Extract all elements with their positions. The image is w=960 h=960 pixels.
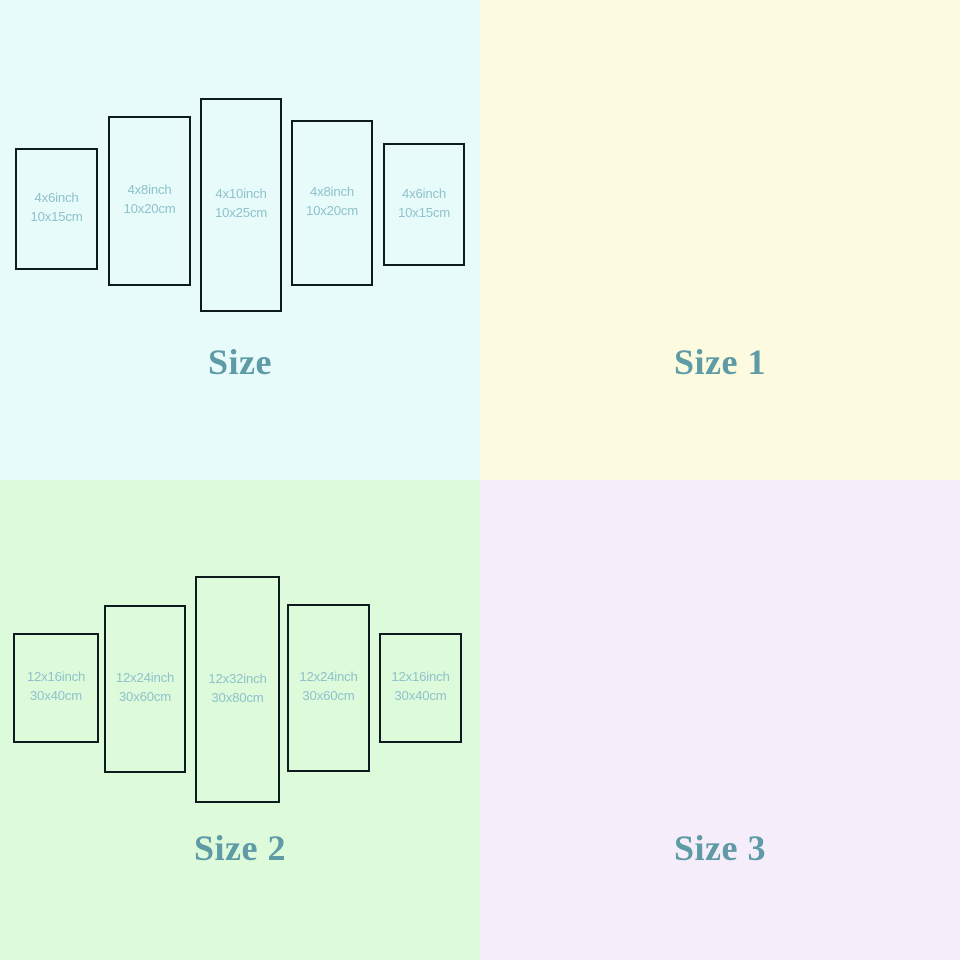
- size-2-panel-5: 12x16inch 30x40cm: [379, 633, 462, 743]
- size-2-title: Size 2: [194, 828, 286, 868]
- size-panel-2-label: 4x8inch 10x20cm: [123, 181, 175, 218]
- dimension-inches: 4x10inch: [215, 186, 267, 202]
- size-2-panel-2-label: 12x24inch 30x60cm: [115, 669, 175, 706]
- size-panel-1: 4x6inch 10x15cm: [15, 148, 98, 270]
- size-title: Size: [208, 342, 272, 382]
- size-1-title: Size 1: [674, 342, 766, 382]
- size-2-panel-3-label: 12x32inch 30x80cm: [208, 670, 267, 707]
- size-panel-2: 4x8inch 10x20cm: [108, 116, 191, 286]
- dimension-inches: 4x8inch: [127, 182, 172, 198]
- size-2-panel-1-label: 12x16inch 30x40cm: [26, 668, 86, 705]
- size-2-panel-4: 12x24inch 30x60cm: [287, 604, 370, 772]
- size-panel-5: 4x6inch 10x15cm: [383, 143, 465, 266]
- size-panel-4-label: 4x8inch 10x20cm: [306, 183, 358, 220]
- dimension-inches: 4x6inch: [401, 185, 447, 201]
- dimension-centimeters: 10x20cm: [305, 203, 359, 218]
- size-panel-4: 4x8inch 10x20cm: [291, 120, 373, 286]
- dimension-inches: 12x16inch: [26, 669, 86, 685]
- size-panel-1-label: 4x6inch 10x15cm: [30, 189, 82, 226]
- dimension-centimeters: 30x60cm: [302, 688, 355, 703]
- size-panel-3: 4x10inch 10x25cm: [200, 98, 282, 312]
- dimension-centimeters: 10x25cm: [214, 205, 268, 220]
- size-panel-3-label: 4x10inch 10x25cm: [215, 185, 267, 222]
- dimension-inches: 12x16inch: [391, 669, 450, 685]
- dimension-centimeters: 10x20cm: [123, 201, 176, 216]
- dimension-inches: 4x8inch: [309, 184, 355, 200]
- panel-group: 4x6inch 10x15cm 4x8inch 10x20cm 4x10inch 10x2…: [0, 0, 480, 480]
- panel-group: 12x16inch 30x40cm 12x24inch 30x60cm 12x32inc…: [0, 480, 480, 960]
- dimension-centimeters: 30x40cm: [29, 688, 83, 703]
- dimension-inches: 12x32inch: [208, 670, 267, 686]
- dimension-centimeters: 10x15cm: [30, 209, 83, 224]
- size-option-size-2[interactable]: 12x16inch 30x40cm 12x24inch 30x60cm 12x32inc…: [0, 480, 480, 960]
- size-2-panel-4-label: 12x24inch 30x60cm: [299, 668, 358, 705]
- dimension-inches: 12x24inch: [299, 669, 358, 685]
- dimension-inches: 12x24inch: [115, 670, 175, 686]
- size-option-size-3[interactable]: 16x24inch40x60cm16x32inch40x80cm16x40inc…: [480, 480, 960, 960]
- size-2-panel-2: 12x24inch 30x60cm: [104, 605, 186, 773]
- size-3-title: Size 3: [674, 828, 766, 868]
- size-panel-5-label: 4x6inch 10x15cm: [398, 185, 450, 222]
- size-2-panel-5-label: 12x16inch 30x40cm: [391, 668, 450, 705]
- dimension-centimeters: 30x60cm: [118, 689, 172, 704]
- dimension-centimeters: 10x15cm: [397, 204, 451, 220]
- size-2-panel-1: 12x16inch 30x40cm: [13, 633, 99, 743]
- dimension-inches: 4x6inch: [34, 190, 79, 206]
- panel-group: 16x24inch40x60cm16x32inch40x80cm16x40inc…: [480, 480, 960, 960]
- dimension-centimeters: 30x80cm: [211, 689, 264, 705]
- size-2-panel-3: 12x32inch 30x80cm: [195, 576, 280, 803]
- panel-group: 8x14inch20x35cm8x18inch20x45cm8x22inch20…: [480, 0, 960, 480]
- size-option-size-1[interactable]: 8x14inch20x35cm8x18inch20x45cm8x22inch20…: [480, 0, 960, 480]
- size-option-size[interactable]: 4x6inch 10x15cm 4x8inch 10x20cm 4x10inch 10x2…: [0, 0, 480, 480]
- dimension-centimeters: 30x40cm: [394, 688, 447, 703]
